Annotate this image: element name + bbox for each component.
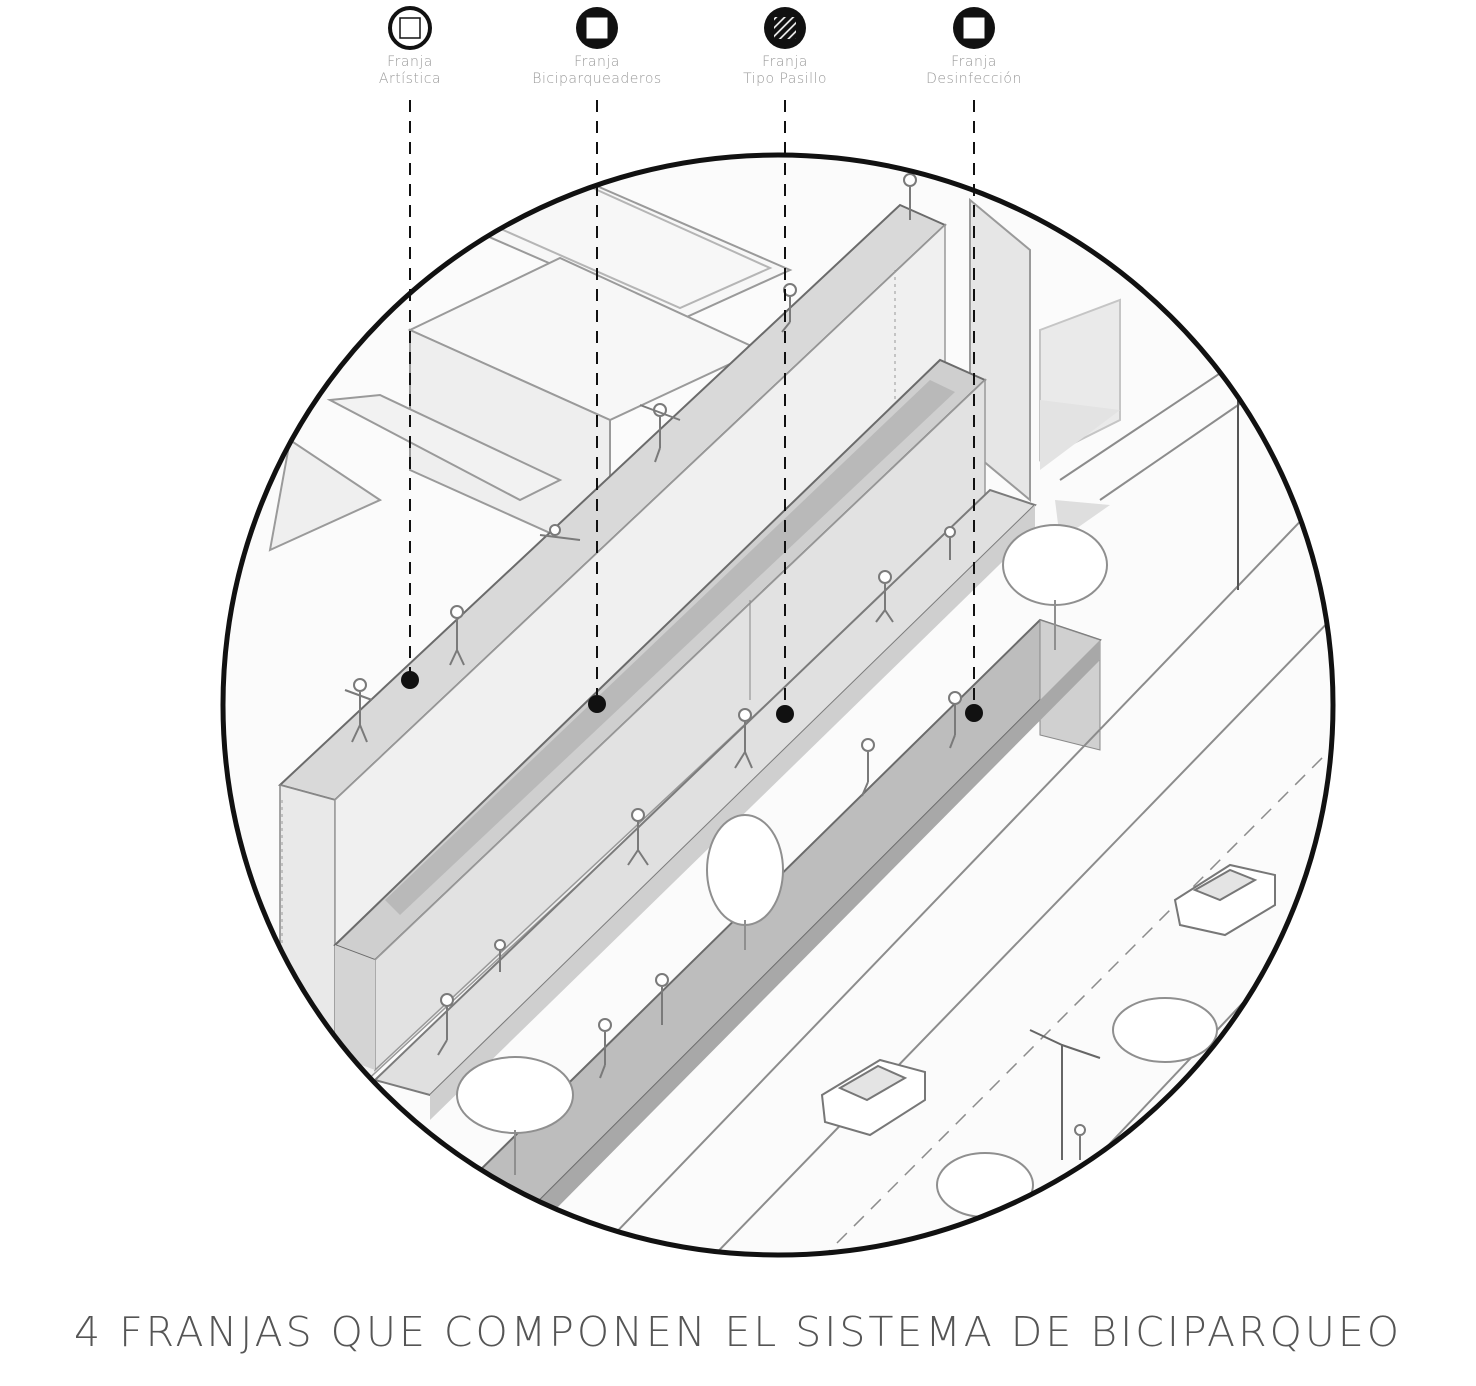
legend-label-franja-artistica: Franja Artística	[320, 54, 500, 88]
legend-label-line1: Franja	[574, 54, 620, 70]
person	[449, 605, 465, 666]
person	[734, 708, 753, 769]
marker-dot-biciparqueaderos	[588, 695, 606, 713]
person	[639, 403, 681, 463]
car	[820, 1058, 926, 1137]
people	[344, 173, 1086, 1160]
legend-label-line2: Biciparqueaderos	[532, 71, 662, 87]
person	[627, 808, 649, 866]
tree	[1112, 997, 1218, 1063]
legend-label-franja-biciparqueaderos: Franja Biciparqueaderos	[507, 54, 687, 88]
person	[875, 570, 894, 623]
marker-dot-artistica	[401, 671, 419, 689]
cars	[820, 863, 1276, 1137]
background-buildings	[268, 168, 1121, 562]
legend-icon-franja-artistica	[388, 6, 432, 50]
tree	[456, 1056, 574, 1175]
legend-label-line2: Desinfección	[926, 71, 1022, 87]
leader-markers	[401, 671, 983, 723]
tree	[1002, 524, 1108, 650]
person	[1074, 1124, 1086, 1160]
person	[598, 1018, 612, 1079]
person	[494, 939, 506, 972]
slab-franja-desinfeccion	[468, 618, 1102, 1220]
slab-franja-tipo-pasillo	[373, 488, 1037, 1120]
legend-icon-franja-tipo-pasillo	[764, 7, 806, 49]
legend-label-line1: Franja	[951, 54, 997, 70]
tree	[936, 1152, 1034, 1218]
person	[655, 973, 669, 1025]
slab-franja-biciparqueaderos	[333, 358, 987, 1072]
legend-label-line2: Artística	[378, 71, 442, 87]
person	[903, 173, 917, 220]
legend-icon-franja-desinfeccion	[953, 7, 995, 49]
person	[539, 524, 581, 541]
legend-label-line2: Tipo Pasillo	[743, 71, 827, 87]
person	[344, 678, 373, 743]
car	[1173, 863, 1276, 937]
person	[861, 738, 875, 797]
legend-label-franja-desinfeccion: Franja Desinfección	[884, 54, 1064, 88]
leader-lines	[409, 100, 975, 705]
person	[948, 691, 962, 749]
legend-label-line1: Franja	[762, 54, 808, 70]
tree	[706, 814, 784, 950]
legend-label-franja-tipo-pasillo: Franja Tipo Pasillo	[695, 54, 875, 88]
legend-label-line1: Franja	[387, 54, 433, 70]
legend-icon-franja-biciparqueaderos	[576, 7, 618, 49]
circular-vignette	[223, 155, 1333, 1255]
diagram-caption: 4 FRANJAS QUE COMPONEN EL SISTEMA DE BIC…	[73, 1308, 1403, 1356]
person	[944, 526, 956, 560]
vignette-outline	[220, 152, 1336, 1258]
person	[437, 993, 454, 1056]
marker-dot-desinfeccion	[965, 704, 983, 722]
trees	[456, 524, 1218, 1218]
marker-dot-tipo-pasillo	[776, 705, 794, 723]
